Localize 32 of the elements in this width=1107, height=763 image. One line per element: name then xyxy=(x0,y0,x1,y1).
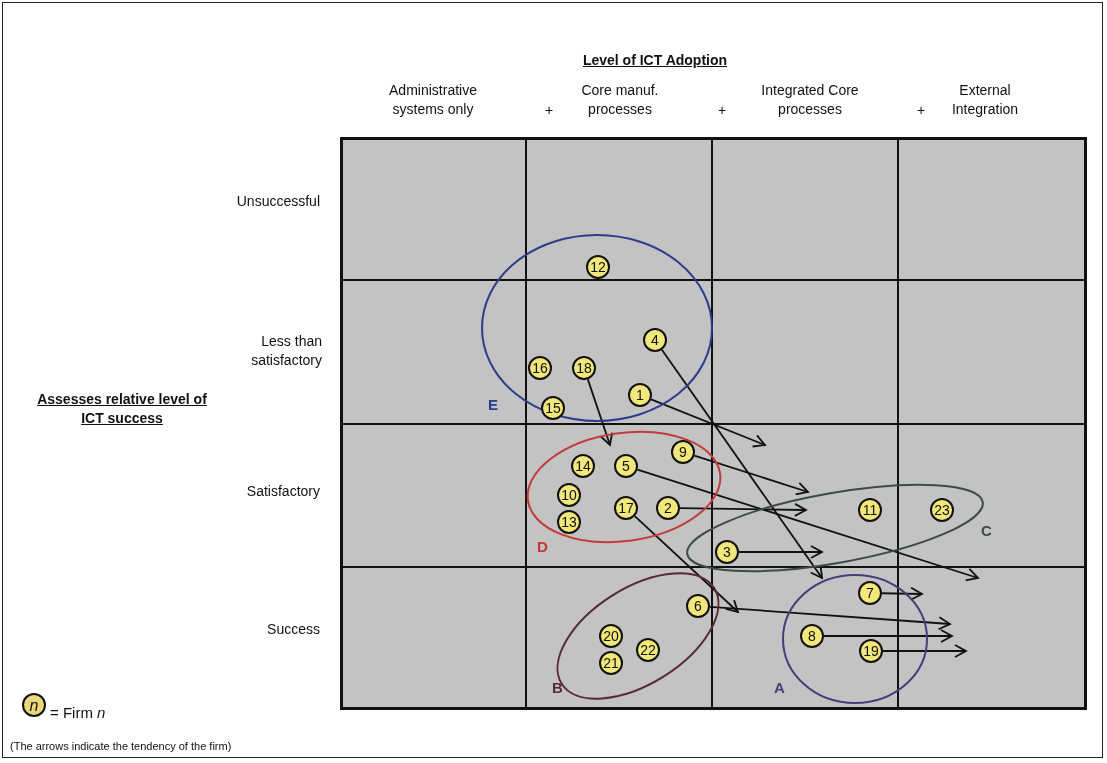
column-header: Core manuf. processes xyxy=(580,81,660,119)
group-letter: D xyxy=(537,539,548,555)
legend-symbol-letter: n xyxy=(28,696,40,715)
column-header: Integrated Core processes xyxy=(760,81,860,119)
group-letter: B xyxy=(552,680,563,696)
tendency-arrow xyxy=(661,348,823,579)
legend-text: = Firm n xyxy=(50,703,106,722)
column-header: External Integration xyxy=(950,81,1020,119)
tendency-arrow xyxy=(823,629,953,643)
tendency-arrow xyxy=(738,545,823,559)
tendency-arrow xyxy=(693,454,809,496)
tendency-arrow xyxy=(679,502,807,517)
plus-sign: + xyxy=(716,101,728,120)
tendency-arrow xyxy=(881,586,923,601)
column-header: Administrative systems only xyxy=(388,81,478,119)
note-text: (The arrows indicate the tendency of the firm) xyxy=(10,739,233,754)
tendency-arrow xyxy=(633,515,739,613)
group-letter: C xyxy=(981,523,992,539)
tendency-arrow xyxy=(882,644,967,658)
plus-sign: + xyxy=(915,101,927,120)
plus-sign: + xyxy=(543,101,555,120)
row-header: Less than satisfactory xyxy=(250,332,322,370)
axis-title: Assesses relative level of ICT success xyxy=(36,390,208,428)
tendency-arrow xyxy=(650,398,766,448)
row-header: Unsuccessful xyxy=(235,192,320,211)
axis-title: Level of ICT Adoption xyxy=(581,51,729,70)
group-letter: E xyxy=(488,397,498,413)
row-header: Success xyxy=(266,620,320,639)
group-letter: A xyxy=(774,680,785,696)
row-header: Satisfactory xyxy=(245,482,320,501)
tendency-arrow xyxy=(636,468,979,582)
tendency-arrow xyxy=(586,378,614,446)
